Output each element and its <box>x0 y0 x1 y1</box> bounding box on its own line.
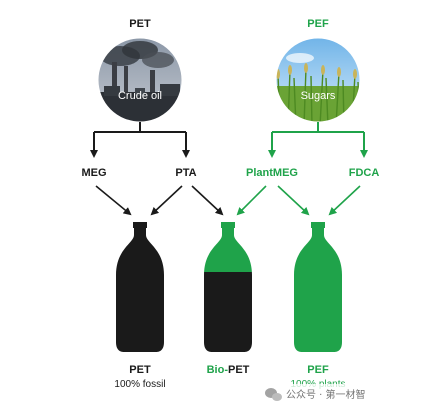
pef-bottle <box>294 225 342 352</box>
bio-pet-prefix: Bio- <box>207 364 229 376</box>
bio-pet-bottle <box>204 222 252 352</box>
pet-bottle-cap <box>133 222 147 228</box>
pet-bottle-label: PET <box>129 364 151 376</box>
watermark: 公众号 · 第一材智 <box>258 384 412 404</box>
bio-pet-label: Bio-PET <box>207 364 250 376</box>
pet-bottle-sub: 100% fossil <box>114 379 165 390</box>
bio-pet-suffix: PET <box>228 364 250 376</box>
input-plantmeg: PlantMEG <box>246 167 298 179</box>
meg-arrow <box>95 185 132 216</box>
input-meg: MEG <box>81 167 106 179</box>
wechat-icon <box>265 388 282 401</box>
sugars-label: Sugars <box>301 90 336 102</box>
input-fdca: FDCA <box>349 167 380 179</box>
pef-bottle-cap <box>311 222 325 228</box>
pta-arrows <box>150 185 224 216</box>
sugars-image <box>276 38 360 122</box>
fdca-arrow <box>328 185 361 216</box>
pet-bottle <box>116 225 164 352</box>
input-pta: PTA <box>175 167 196 179</box>
watermark-text: 公众号 · 第一材智 <box>286 388 366 401</box>
pet-branch-arrows <box>90 122 190 158</box>
pet-heading: PET <box>129 18 151 30</box>
crude-oil-label: Crude oil <box>118 90 162 102</box>
pef-branch-arrows <box>268 122 368 158</box>
pef-bottle-label: PEF <box>307 364 329 376</box>
pef-heading: PEF <box>307 18 329 30</box>
plantmeg-arrows <box>236 185 310 216</box>
crude-oil-image <box>98 38 182 122</box>
